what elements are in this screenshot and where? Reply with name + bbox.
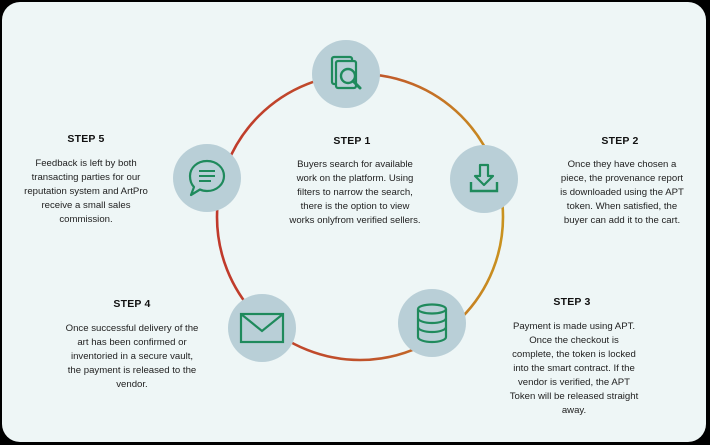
step-3-line: vendor is verified, the APT	[518, 377, 630, 388]
step-5-title: STEP 5	[67, 133, 105, 145]
step-1-node	[312, 40, 380, 108]
envelope-icon	[239, 312, 285, 344]
step-1-line: works onlyfrom verified sellers.	[289, 215, 421, 226]
step-1-line: there is the option to view	[300, 201, 410, 212]
step-3-line: Token will be released straight	[509, 391, 639, 402]
step-3-line: complete, the token is locked	[512, 349, 636, 360]
step-1-line: Buyers search for available	[297, 159, 413, 170]
step-3-line: Once the checkout is	[529, 335, 619, 346]
step-4-title: STEP 4	[113, 298, 151, 310]
step-2-line: token. When satisfied, the	[566, 201, 678, 212]
step-1-title: STEP 1	[333, 135, 371, 147]
step-3-line: Payment is made using APT.	[512, 321, 636, 332]
step-5-line: transacting parties for our	[31, 172, 141, 183]
step-4-line: inventoried in a secure vault,	[70, 351, 194, 362]
step-4-line: art has been confirmed or	[77, 337, 187, 348]
step-2-node	[450, 145, 518, 213]
step-5-line: commission.	[59, 214, 113, 225]
step-2-line: Once they have chosen a	[567, 159, 677, 170]
step-5-description: Feedback is left by both transacting par…	[6, 157, 166, 227]
step-5-line: reputation system and ArtPro	[24, 186, 148, 197]
step-4-line: Once successful delivery of the	[65, 323, 199, 334]
step-4-description: Once successful delivery of the art has …	[47, 322, 217, 392]
step-1-line: filters to narrow the search,	[297, 187, 413, 198]
chat-bubble-icon	[188, 159, 226, 197]
download-icon	[469, 163, 499, 193]
step-5-line: receive a small sales	[41, 200, 131, 211]
step-4-node	[228, 294, 296, 362]
step-3-node	[398, 289, 466, 357]
step-3-description: Payment is made using APT. Once the chec…	[494, 320, 654, 418]
step-2-description: Once they have chosen a piece, the prove…	[542, 158, 702, 228]
step-4-line: the payment is released to the	[67, 365, 197, 376]
step-1-line: work on the platform. Using	[296, 173, 414, 184]
step-2-title: STEP 2	[601, 135, 639, 147]
step-1-description: Buyers search for available work on the …	[270, 158, 440, 228]
step-3-title: STEP 3	[553, 296, 591, 308]
step-4-line: vendor.	[116, 379, 148, 390]
document-search-icon	[330, 55, 362, 90]
step-5-line: Feedback is left by both	[35, 158, 137, 169]
step-2-line: is downloaded using the APT	[560, 187, 684, 198]
database-icon	[416, 303, 448, 344]
step-5-node	[173, 144, 241, 212]
step-3-line: into the smart contract. If the	[513, 363, 635, 374]
step-2-line: buyer can add it to the cart.	[563, 215, 681, 226]
step-2-line: piece, the provenance report	[560, 173, 684, 184]
step-3-line: away.	[561, 405, 587, 416]
